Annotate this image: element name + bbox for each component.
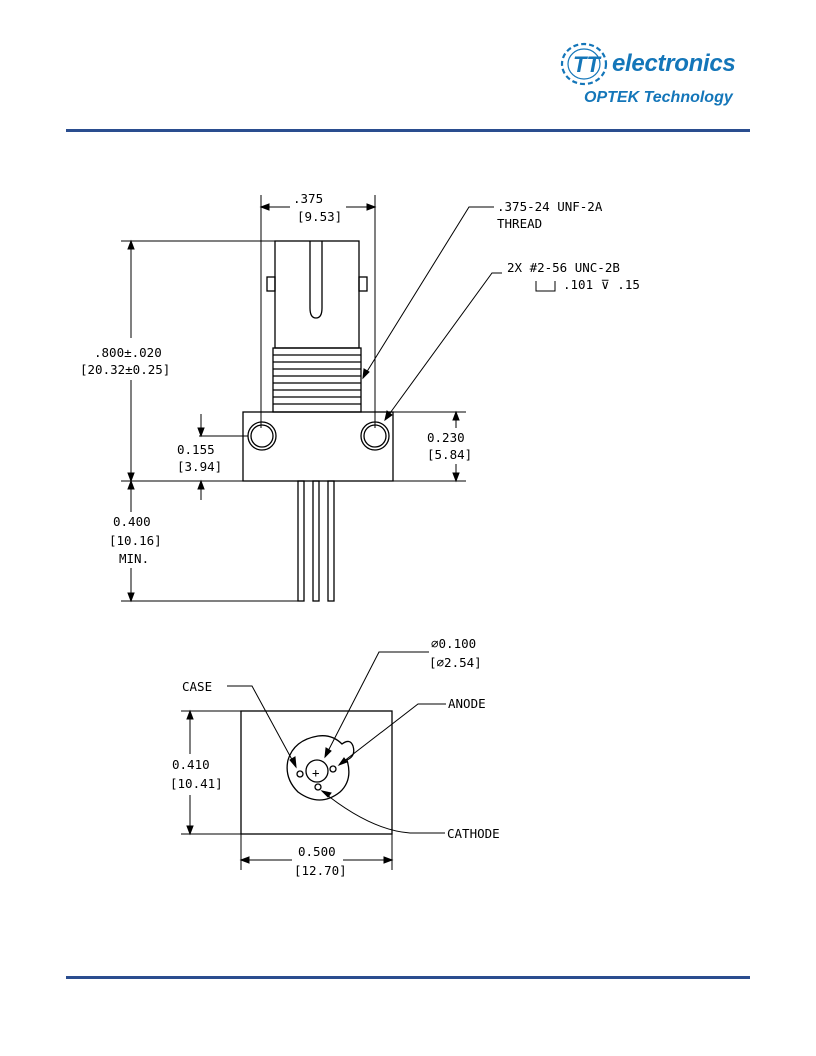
lead-dim-mm: [10.16] <box>109 533 162 548</box>
height-dim-mm: [20.32±0.25] <box>80 362 170 377</box>
connector-barrel <box>274 240 360 349</box>
header-rule <box>66 129 750 132</box>
tt-logo-icon: TT <box>560 42 608 86</box>
thread-section <box>272 347 362 413</box>
diameter-dim: ⌀0.100 <box>431 636 476 651</box>
body-dim-mm: [5.84] <box>427 447 472 462</box>
hole-pos-dim: 0.155 <box>177 442 215 457</box>
cathode-label: CATHODE <box>447 826 500 841</box>
thread-label: THREAD <box>497 216 542 231</box>
lead-2 <box>312 480 320 602</box>
hole-depth: .101 ⊽ .15 <box>563 277 640 292</box>
tt-electronics-logo: TT electronics OPTEK Technology <box>554 40 754 112</box>
bottom-housing <box>240 710 393 835</box>
bottom-height-dim: 0.410 <box>172 757 210 772</box>
anode-label: ANODE <box>448 696 486 711</box>
hole-spec: 2X #2-56 UNC-2B <box>507 260 620 275</box>
bottom-view-drawing <box>240 710 393 835</box>
bottom-outline <box>286 735 355 801</box>
bottom-height-dim-mm: [10.41] <box>170 776 223 791</box>
lead-dim: 0.400 <box>113 514 151 529</box>
height-dim: .800±.020 <box>94 345 162 360</box>
center-mark: + <box>312 765 320 780</box>
body-dim: 0.230 <box>427 430 465 445</box>
bottom-width-dim: 0.500 <box>298 844 336 859</box>
anode-pin <box>329 765 337 773</box>
side-width-dim-mm: [9.53] <box>297 209 342 224</box>
brand-subtitle: OPTEK Technology <box>584 89 733 106</box>
footer-rule <box>66 976 750 979</box>
lead-1 <box>297 480 305 602</box>
lead-dim-note: MIN. <box>119 551 149 566</box>
tt-logo-letters: TT <box>573 52 601 77</box>
lens-circle <box>305 759 329 783</box>
cathode-pin <box>314 783 322 791</box>
diameter-dim-mm: [⌀2.54] <box>429 655 482 670</box>
lead-3 <box>327 480 335 602</box>
brand-name: electronics <box>612 50 736 77</box>
hole-pos-dim-mm: [3.94] <box>177 459 222 474</box>
side-width-dim: .375 <box>293 191 323 206</box>
mounting-hole-left <box>247 421 277 451</box>
case-pin <box>296 770 304 778</box>
case-label: CASE <box>182 679 212 694</box>
thread-spec: .375-24 UNF-2A <box>497 199 603 214</box>
bottom-width-dim-mm: [12.70] <box>294 863 347 878</box>
